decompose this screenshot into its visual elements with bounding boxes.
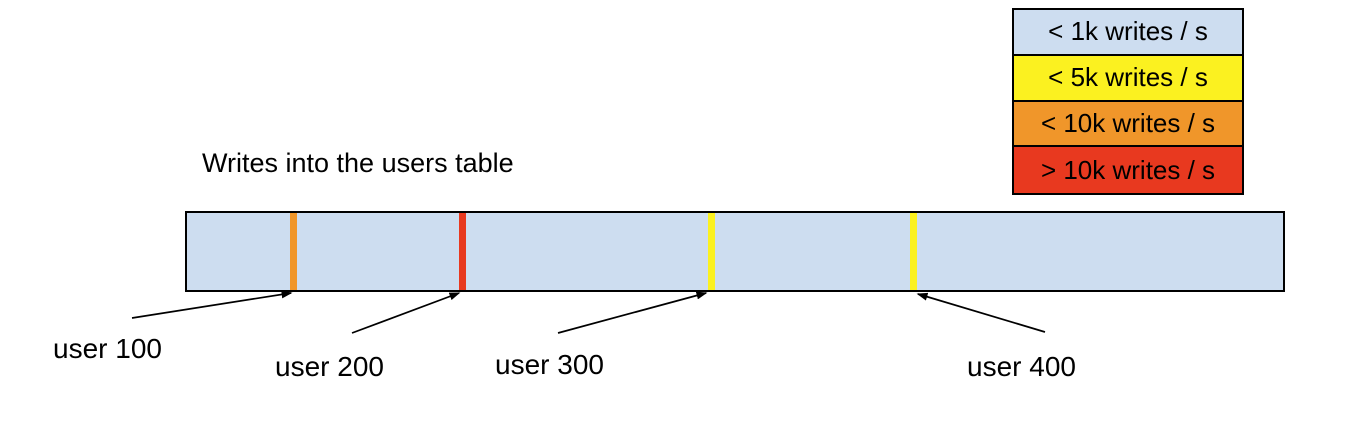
write-hotspot-marker-user-300 — [707, 213, 715, 290]
arrow-user-200 — [351, 292, 461, 334]
legend-item-label: < 10k writes / s — [1040, 107, 1216, 138]
arrow-user-400 — [916, 292, 1046, 333]
diagram-title: Writes into the users table — [202, 148, 514, 178]
label-user-300: user 300 — [495, 349, 604, 380]
arrow-user-100 — [131, 290, 293, 319]
label-user-200: user 200 — [275, 351, 384, 382]
write-hotspot-marker-user-400 — [909, 213, 917, 290]
legend-item-label: > 10k writes / s — [1040, 154, 1216, 185]
legend-item-gt-10k: > 10k writes / s — [1014, 147, 1242, 193]
legend-item-lt-5k: < 5k writes / s — [1014, 55, 1242, 102]
legend-item-lt-1k: < 1k writes / s — [1014, 10, 1242, 56]
legend-item-label: < 5k writes / s — [1048, 62, 1208, 93]
legend-item-label: < 1k writes / s — [1048, 16, 1208, 47]
legend: < 1k writes / s < 5k writes / s < 10k wr… — [1012, 8, 1244, 195]
arrow-user-300 — [557, 291, 708, 334]
write-hotspot-marker-user-100 — [289, 213, 297, 290]
label-user-100: user 100 — [53, 333, 162, 364]
write-hotspot-marker-user-200 — [458, 213, 466, 290]
legend-item-lt-10k: < 10k writes / s — [1014, 101, 1242, 148]
label-user-400: user 400 — [967, 351, 1076, 382]
users-table-bar — [185, 211, 1285, 292]
